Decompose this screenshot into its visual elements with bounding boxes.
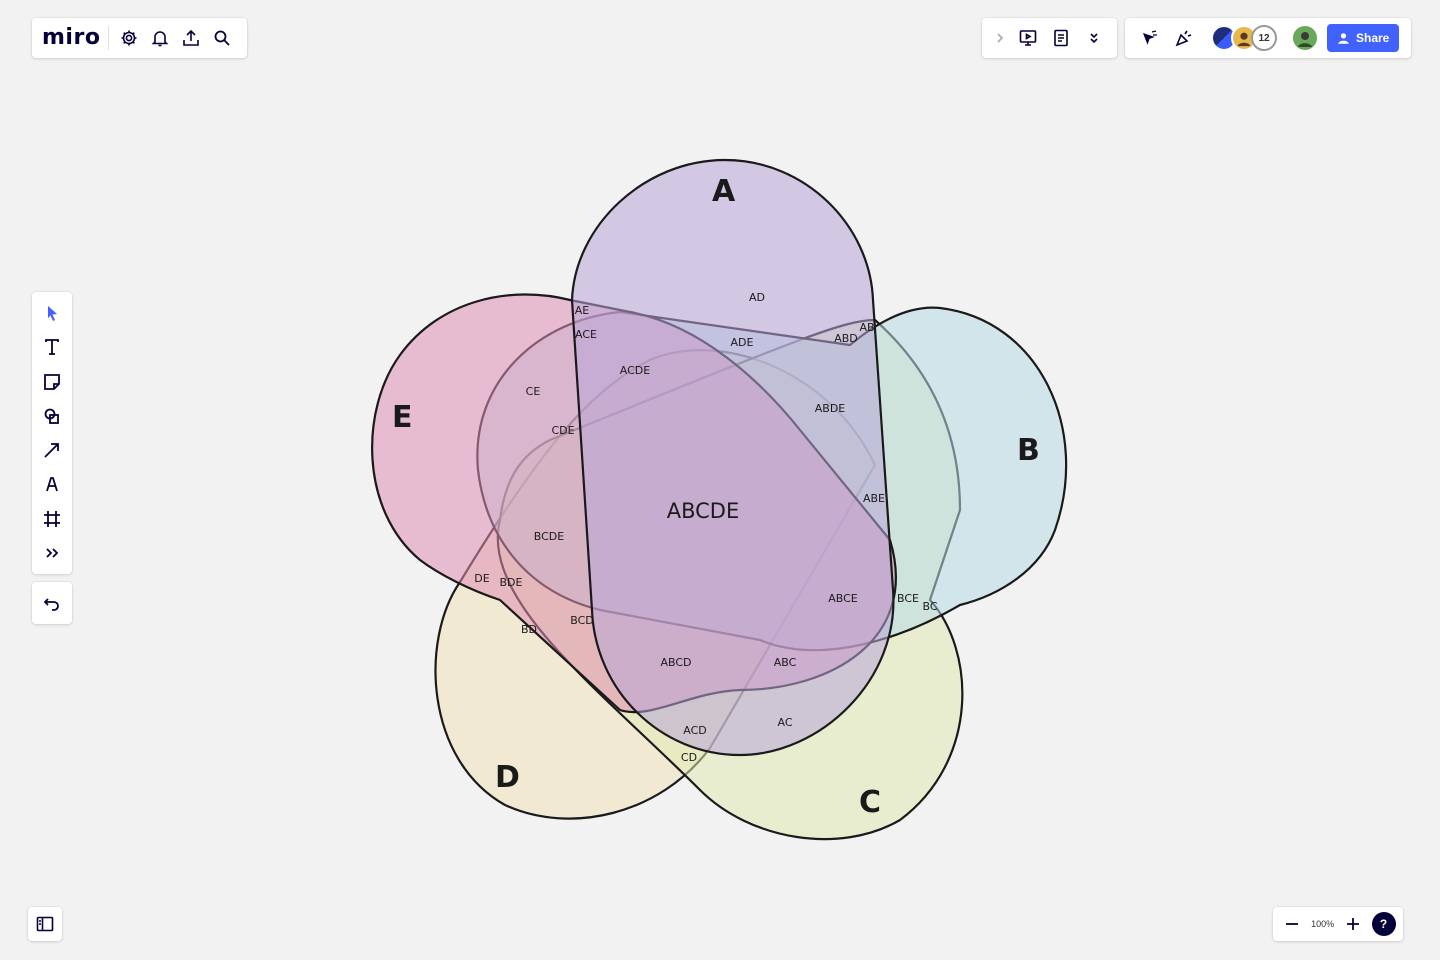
region-label-abc: ABC	[774, 656, 797, 669]
double-chevron-down-icon[interactable]	[1078, 21, 1111, 55]
undo-icon[interactable]	[35, 586, 69, 620]
set-labels: A B C D E	[392, 174, 1040, 820]
set-label-a: A	[712, 174, 736, 209]
region-label-bcd: BCD	[570, 614, 594, 627]
creation-toolbar	[32, 292, 72, 574]
region-label-bce: BCE	[897, 592, 919, 605]
notes-icon[interactable]	[1045, 21, 1078, 55]
arrow-line-icon[interactable]	[35, 433, 69, 467]
user-icon	[1338, 32, 1349, 44]
cursor-arrow-icon[interactable]	[1133, 21, 1167, 55]
set-a-shape[interactable]	[570, 158, 895, 757]
region-label-ae: AE	[575, 304, 590, 317]
region-label-cde: CDE	[551, 424, 574, 437]
set-label-b: B	[1017, 433, 1040, 468]
help-button[interactable]: ?	[1371, 912, 1396, 936]
upload-icon[interactable]	[175, 21, 206, 55]
sticky-note-icon[interactable]	[35, 365, 69, 399]
region-label-bd: BD	[521, 623, 537, 636]
region-label-abde: ABDE	[815, 402, 846, 415]
search-icon[interactable]	[206, 21, 237, 55]
share-button-label: Share	[1356, 31, 1390, 45]
sidebar-panel-icon[interactable]	[31, 910, 59, 938]
region-label-bcde: BCDE	[534, 530, 565, 543]
miro-logo[interactable]: miro	[42, 26, 110, 50]
share-button[interactable]: Share	[1327, 24, 1400, 52]
more-tools-icon[interactable]	[35, 536, 69, 570]
text-icon[interactable]	[35, 330, 69, 364]
set-label-e: E	[392, 400, 413, 435]
region-labels: AE ACE AD ADE AB ABD ACDE CE CDE ABDE AB…	[474, 291, 938, 764]
region-label-de: DE	[474, 572, 489, 585]
zoom-in-icon[interactable]	[1341, 912, 1365, 936]
celebrate-icon[interactable]	[1167, 21, 1201, 55]
zoom-controls: 100% ?	[1273, 907, 1403, 941]
region-label-ce: CE	[526, 385, 541, 398]
zoom-out-icon[interactable]	[1280, 912, 1304, 936]
collaborator-avatars[interactable]: 12	[1211, 25, 1277, 51]
current-user-avatar[interactable]	[1291, 24, 1319, 52]
shapes-icon[interactable]	[35, 399, 69, 433]
region-label-ace: ACE	[575, 328, 597, 341]
zoom-level[interactable]: 100%	[1311, 919, 1335, 929]
region-label-ad: AD	[749, 291, 765, 304]
region-label-abcd: ABCD	[660, 656, 691, 669]
collaboration-toolbar: 12 Share	[1125, 18, 1411, 58]
region-label-abcde: ABCDE	[667, 499, 740, 523]
bell-icon[interactable]	[144, 21, 175, 55]
undo-panel	[32, 582, 72, 624]
gear-icon[interactable]	[113, 21, 144, 55]
board-tools-toolbar	[982, 18, 1117, 58]
region-label-ade: ADE	[731, 336, 754, 349]
region-label-acde: ACDE	[620, 364, 650, 377]
presentation-icon[interactable]	[1011, 21, 1044, 55]
region-label-abd: ABD	[834, 332, 858, 345]
chevron-right-icon[interactable]	[988, 21, 1011, 55]
set-label-c: C	[859, 785, 881, 820]
select-icon[interactable]	[35, 296, 69, 330]
region-label-abe: ABE	[863, 492, 885, 505]
region-label-bc: BC	[922, 600, 937, 613]
collaborator-count-badge[interactable]: 12	[1251, 25, 1277, 51]
region-label-acd: ACD	[683, 724, 706, 737]
region-label-ab: AB	[859, 321, 874, 334]
region-label-ac: AC	[777, 716, 792, 729]
top-left-toolbar: miro	[32, 18, 247, 58]
frame-icon[interactable]	[35, 502, 69, 536]
pen-icon[interactable]	[35, 467, 69, 501]
region-label-bde: BDE	[500, 576, 523, 589]
set-label-d: D	[495, 760, 520, 795]
region-label-cd: CD	[681, 751, 697, 764]
region-label-abce: ABCE	[828, 592, 858, 605]
sidebar-toggle[interactable]	[28, 907, 62, 941]
